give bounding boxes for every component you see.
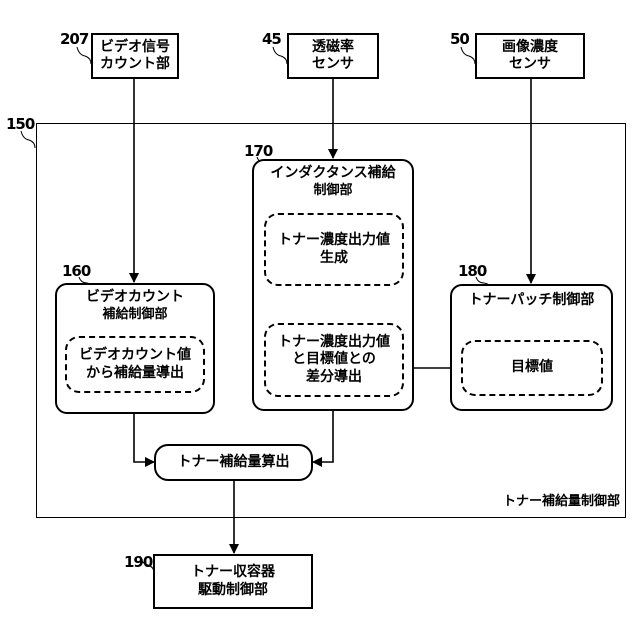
video-count-title-line-2: 補給制御部 xyxy=(57,307,213,323)
video-signal-count-block: ビデオ信号 カウント部 xyxy=(91,33,179,79)
ref-160: 160 xyxy=(62,262,90,280)
diff-line-3: 差分導出 xyxy=(306,369,362,387)
image-density-sensor-block: 画像濃度 センサ xyxy=(475,33,585,79)
video-count-derivation-line-1: ビデオカウント値 xyxy=(79,347,191,365)
generate-line-1: トナー濃度出力値 xyxy=(278,232,390,250)
toner-patch-title: トナーパッチ制御部 xyxy=(452,292,611,310)
video-count-supply-control-block: ビデオカウント 補給制御部 ビデオカウント値 から補給量導出 xyxy=(55,283,215,414)
video-count-derivation-line-2: から補給量導出 xyxy=(86,365,184,383)
ref-45: 45 xyxy=(262,30,281,48)
video-count-title-line-1: ビデオカウント xyxy=(57,289,213,307)
video-signal-count-line-2: カウント部 xyxy=(100,56,170,74)
toner-container-drive-line-2: 駆動制御部 xyxy=(198,582,268,600)
video-count-title: ビデオカウント 補給制御部 xyxy=(57,289,213,323)
toner-supply-controller-label: トナー補給量制御部 xyxy=(503,494,620,510)
ref-180: 180 xyxy=(458,262,486,280)
diff-line-1: トナー濃度出力値 xyxy=(278,334,390,352)
video-count-derivation: ビデオカウント値 から補給量導出 xyxy=(65,336,205,393)
permeability-sensor-block: 透磁率 センサ xyxy=(287,33,379,79)
ref-207: 207 xyxy=(60,30,88,48)
toner-container-drive-line-1: トナー収容器 xyxy=(191,564,275,582)
ref-50: 50 xyxy=(450,30,469,48)
permeability-sensor-line-1: 透磁率 xyxy=(312,39,354,57)
target-value-label: 目標値 xyxy=(511,359,553,377)
ref-190: 190 xyxy=(124,553,152,571)
inductance-supply-control-block: インダクタンス補給 制御部 トナー濃度出力値 生成 トナー濃度出力値 と目標値と… xyxy=(252,159,414,411)
toner-density-output-generate: トナー濃度出力値 生成 xyxy=(264,213,404,286)
target-value-box: 目標値 xyxy=(461,340,603,396)
ref-170: 170 xyxy=(244,142,272,160)
generate-line-2: 生成 xyxy=(320,250,348,268)
video-signal-count-line-1: ビデオ信号 xyxy=(100,39,170,57)
ref-150: 150 xyxy=(6,115,34,133)
image-density-sensor-line-1: 画像濃度 xyxy=(502,39,558,57)
image-density-sensor-line-2: センサ xyxy=(509,56,551,74)
diff-line-2: と目標値との xyxy=(292,351,376,369)
inductance-title-line-1: インダクタンス補給 xyxy=(254,165,412,183)
toner-supply-calc-block: トナー補給量算出 xyxy=(154,444,313,481)
permeability-sensor-line-2: センサ xyxy=(312,56,354,74)
toner-patch-control-block: トナーパッチ制御部 目標値 xyxy=(450,284,613,411)
difference-derivation: トナー濃度出力値 と目標値との 差分導出 xyxy=(264,323,404,397)
inductance-title-line-2: 制御部 xyxy=(254,183,412,199)
inductance-title: インダクタンス補給 制御部 xyxy=(254,165,412,199)
toner-container-drive-block: トナー収容器 駆動制御部 xyxy=(153,554,313,609)
toner-supply-calc-label: トナー補給量算出 xyxy=(178,454,290,472)
